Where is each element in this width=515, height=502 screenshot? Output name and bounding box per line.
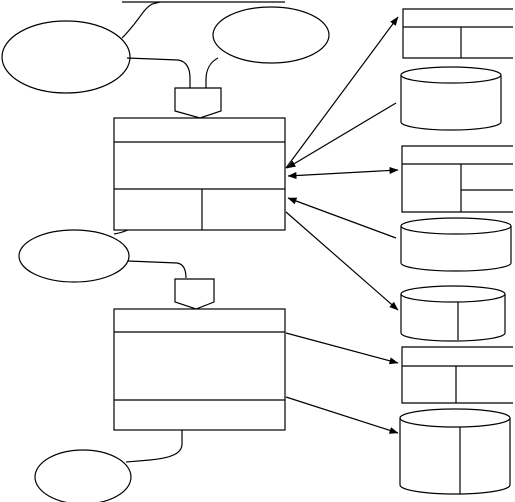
process-box-bottom[interactable] — [113, 308, 286, 431]
arrow-cylinder-1-to-box1 — [286, 102, 397, 169]
ellipse-top-left[interactable] — [1, 20, 131, 94]
file-box-2[interactable] — [401, 145, 513, 213]
connector-line-ellipse-center-to-pointer-1 — [205, 57, 219, 88]
pointer-shape-top[interactable] — [174, 87, 222, 119]
storage-cylinder-1[interactable] — [400, 66, 502, 131]
connector-line-ellipse-to-pointer-2 — [127, 260, 187, 279]
ellipse-bottom-left[interactable] — [34, 449, 132, 502]
ellipse-top-center[interactable] — [212, 6, 330, 64]
storage-cylinder-2[interactable] — [400, 217, 512, 272]
file-box-1[interactable] — [402, 8, 513, 59]
storage-cylinder-3[interactable] — [400, 285, 506, 342]
pointer-shape-middle[interactable] — [174, 278, 215, 310]
connector-line-box2-to-ellipse — [125, 430, 183, 463]
connector-line-ellipse-left-to-pointer-1 — [126, 57, 191, 88]
process-box-top[interactable] — [113, 117, 286, 231]
arrow-cylinder-2-to-box1 — [287, 197, 397, 239]
arrow-box1-to-cylinder-3 — [285, 211, 399, 311]
arrow-box1-file-2-bidirectional — [287, 166, 399, 180]
arrow-box2-to-cylinder-4 — [285, 396, 399, 434]
arrow-box2-to-file-3 — [285, 332, 399, 365]
connector-line-ellipse-top-left — [121, 1, 161, 39]
storage-cylinder-4[interactable] — [399, 408, 511, 495]
arrow-box1-to-file-1 — [285, 16, 399, 169]
file-box-3[interactable] — [401, 346, 513, 404]
ellipse-middle-left[interactable] — [18, 229, 130, 283]
